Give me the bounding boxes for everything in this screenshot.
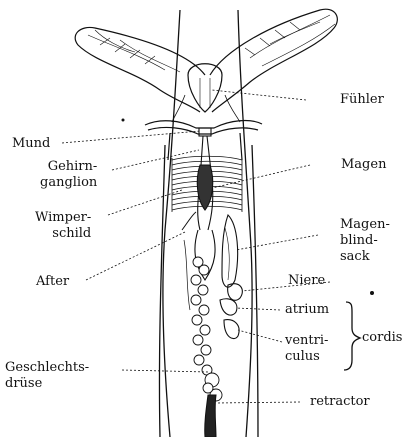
mouth [199,128,211,136]
label-atrium: atrium [285,302,329,318]
label-after: After [36,274,69,290]
atrium-shape [220,299,237,315]
label-retractor: retractor [310,394,370,410]
stray-dot [122,119,125,122]
digestive-tract [182,128,242,339]
cordis-brace [344,302,360,370]
anus [182,212,196,230]
label-fuehler: Fühler [340,92,384,108]
epistome [188,64,222,112]
label-wimperschild: Wimper- schild [35,210,91,242]
label-mund: Mund [12,136,50,152]
label-geschlechtsdruese: Geschlechts- drüse [5,360,89,392]
stray-dot [370,291,374,295]
label-cordis: cordis [362,330,402,346]
stomach [197,165,212,210]
ventriculus-shape [224,320,239,339]
tentacle-crown [75,9,337,122]
label-niere: Niere [288,273,325,289]
label-magen: Magen [341,157,386,173]
label-gehirnganglion: Gehirn- ganglion [40,159,97,191]
left-arm [75,27,205,112]
retractor-muscle [205,395,216,437]
caecum [222,215,238,287]
label-ventriculus: ventri- culus [285,333,328,365]
label-magenblindsack: Magen- blind- sack [340,217,390,265]
